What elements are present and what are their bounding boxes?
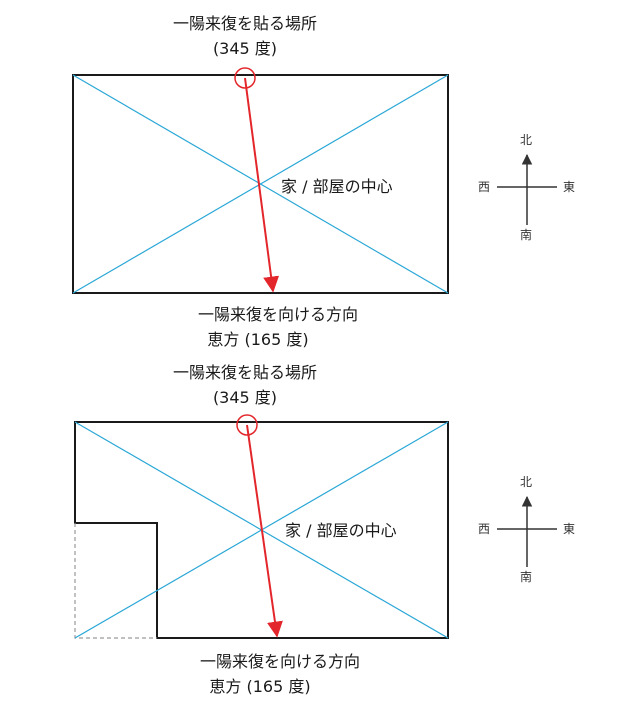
- compass: [497, 495, 557, 567]
- placement-degree-label: (345 度): [212, 39, 278, 58]
- compass-north-label: 北: [520, 133, 533, 147]
- center-label: 家 / 部屋の中心: [281, 177, 393, 196]
- compass-west-label: 西: [478, 522, 491, 536]
- compass-west-label: 西: [478, 180, 491, 194]
- diagram-2: [74, 414, 557, 639]
- direction-arrow: [246, 424, 283, 638]
- eho-degree-label: 恵方 (165 度): [209, 677, 311, 696]
- compass: [497, 153, 557, 225]
- placement-marker: [234, 67, 256, 89]
- diagram-1: [72, 67, 557, 294]
- facing-label: 一陽来復を向ける方向: [197, 305, 359, 324]
- diagonal-line: [72, 74, 449, 294]
- placement-label: 一陽来復を貼る場所: [172, 14, 318, 33]
- placement-label: 一陽来復を貼る場所: [172, 363, 318, 382]
- placement-degree-label: (345 度): [212, 388, 278, 407]
- facing-label: 一陽来復を向ける方向: [199, 652, 361, 671]
- room-outline: [72, 74, 449, 294]
- compass-east-label: 東: [563, 522, 576, 536]
- center-label: 家 / 部屋の中心: [285, 521, 397, 540]
- missing-corner-dashed: [74, 523, 157, 639]
- compass-north-label: 北: [520, 475, 533, 489]
- eho-degree-label: 恵方 (165 度): [207, 330, 309, 349]
- compass-south-label: 南: [520, 228, 533, 242]
- compass-south-label: 南: [520, 570, 533, 584]
- direction-arrow: [244, 77, 280, 293]
- placement-marker: [236, 414, 258, 436]
- compass-east-label: 東: [563, 180, 576, 194]
